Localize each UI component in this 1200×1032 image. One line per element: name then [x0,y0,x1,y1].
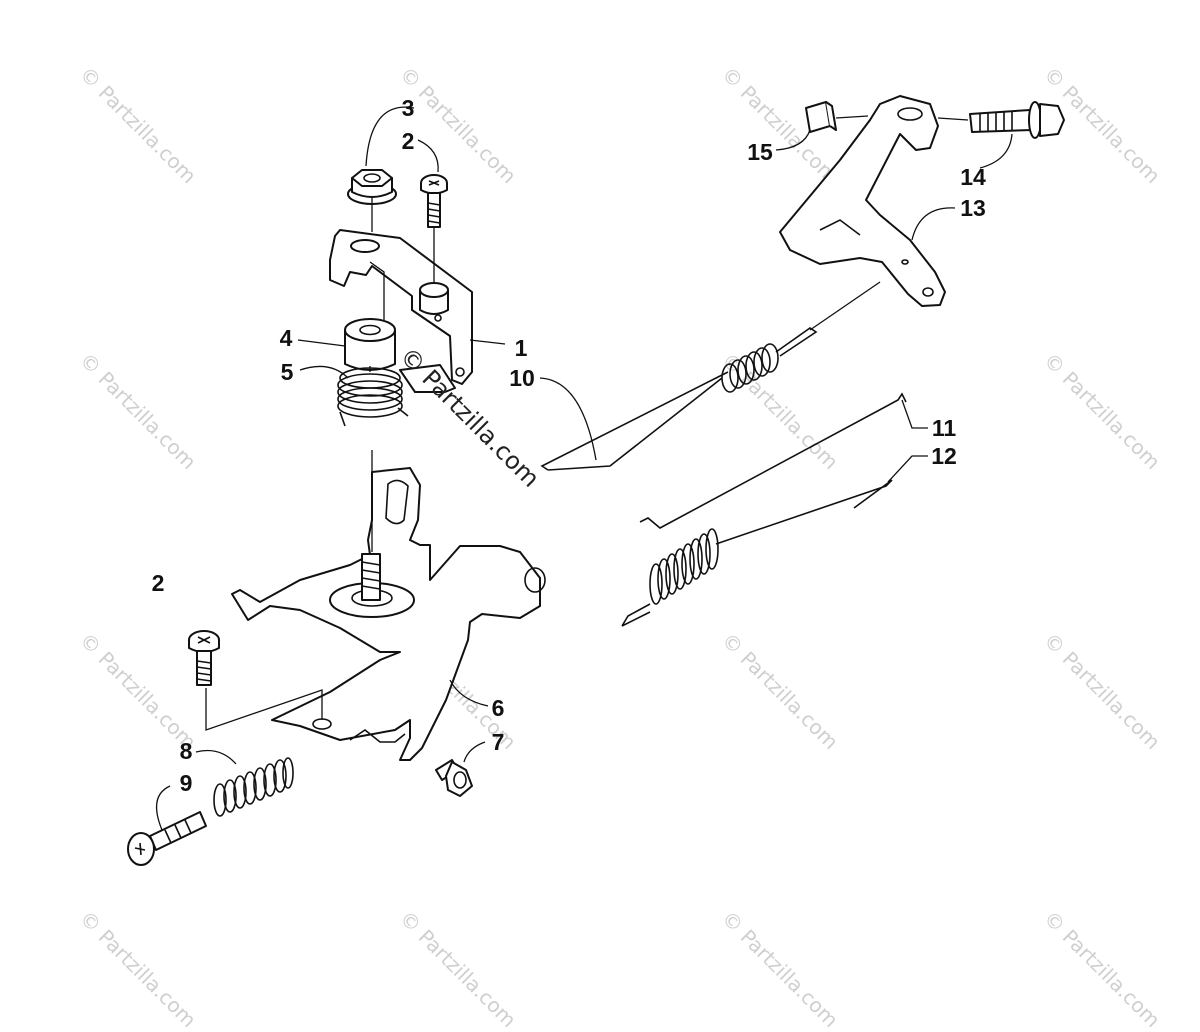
alignment-lines [205,115,969,731]
callout-7: 7 [492,729,505,755]
callout-5: 5 [281,359,294,385]
callout-leaders [155,106,1013,831]
part-lever-arm [779,95,946,307]
part-wire-rod [639,392,907,529]
callout-8: 8 [180,738,193,764]
part-torsion-spring [337,367,409,427]
part-screw [127,811,207,866]
callout-9: 9 [180,770,193,796]
part-bracket [329,229,473,393]
callout-13: 13 [960,195,986,221]
part-flange-nut [347,169,397,205]
callout-3: 3 [402,95,415,121]
callout-14: 14 [960,164,986,190]
callout-2-top: 2 [402,128,415,154]
part-mounting-plate [231,467,546,761]
part-extension-spring [621,479,893,627]
part-spring-rod [540,327,818,471]
part-compression-spring [213,757,294,817]
callout-6: 6 [492,695,505,721]
callout-2-bottom: 2 [152,570,165,596]
part-bolt-top [420,174,448,228]
parts-diagram: © Partzilla.com © Partzilla.com © Partzi… [75,62,1165,1032]
callout-10: 10 [509,365,535,391]
callout-4: 4 [280,325,293,351]
callout-1: 1 [515,335,528,361]
callout-labels: 3 2 1 4 5 2 6 7 8 9 10 11 12 13 14 15 [152,95,986,796]
part-flange-bolt [969,101,1065,139]
callout-11: 11 [932,415,957,441]
part-bolt-bottom [188,630,220,686]
callout-15: 15 [747,139,773,165]
part-bushing [344,318,396,371]
callout-12: 12 [931,443,957,469]
part-square-nut [805,101,837,133]
part-small-bolt [435,759,473,797]
exploded-view: 3 2 1 4 5 2 6 7 8 9 10 11 12 13 14 15 [127,95,1065,866]
